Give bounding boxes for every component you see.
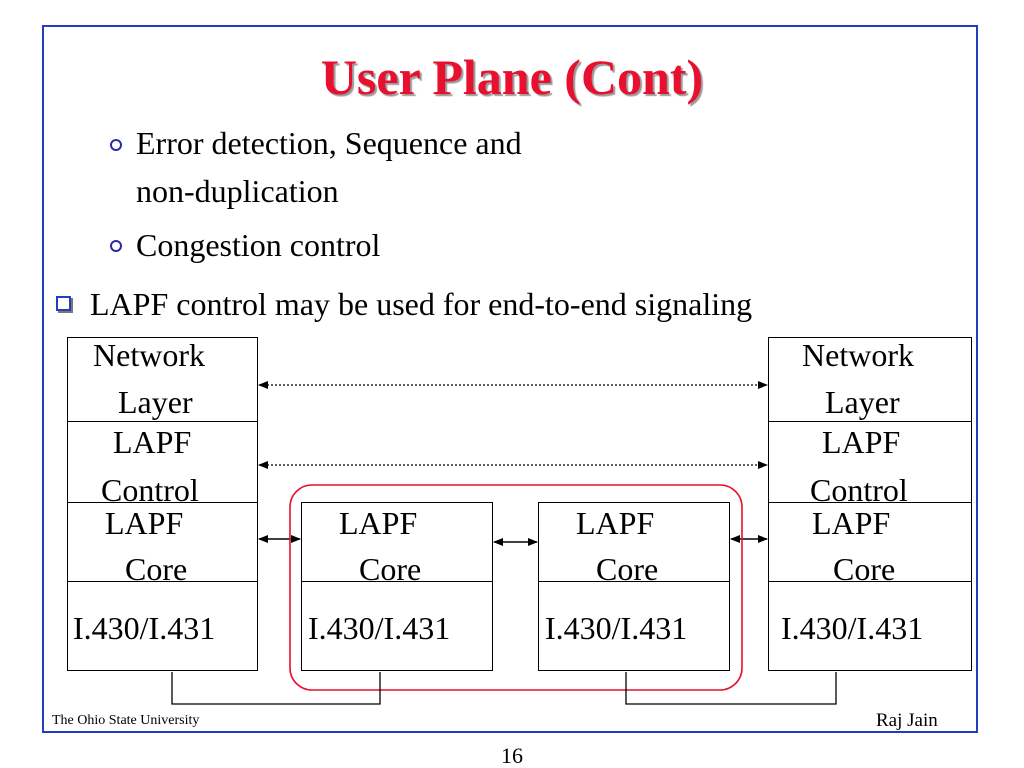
right-core-lapf-label: LAPF [812, 505, 891, 541]
physical-link-right [625, 672, 837, 705]
left-core-label: Core [125, 551, 188, 582]
right-layer-label: Layer [825, 384, 900, 420]
right-lapf-control-box: LAPF Control [768, 421, 972, 503]
left-lapf-control-box: LAPF Control [67, 421, 258, 503]
mid-right-physical-box: I.430/I.431 [538, 581, 730, 671]
left-control-label: Control [101, 472, 199, 503]
mid-right-core-label: Core [596, 551, 659, 582]
footer-author: Raj Jain [876, 710, 938, 731]
mid-left-physical-box: I.430/I.431 [301, 581, 493, 671]
right-network-label: Network [802, 337, 914, 373]
left-core-lapf-label: LAPF [105, 505, 184, 541]
right-lapf-label: LAPF [822, 424, 901, 460]
mid-left-lapf-label: LAPF [339, 505, 418, 541]
left-network-label: Network [93, 337, 205, 373]
left-lapf-label: LAPF [113, 424, 192, 460]
mid-right-lapf-core-box: LAPF Core [538, 502, 730, 582]
mid-left-lapf-core-box: LAPF Core [301, 502, 493, 582]
sub-bullet-icon [110, 139, 122, 151]
right-core-label: Core [833, 551, 896, 582]
right-control-label: Control [810, 472, 908, 503]
bullet-error-detection-line2: non-duplication [136, 173, 339, 209]
mid-right-lapf-label: LAPF [576, 505, 655, 541]
left-physical-box: I.430/I.431 [67, 581, 258, 671]
bullet-congestion-control: Congestion control [136, 227, 381, 263]
left-layer-label: Layer [118, 384, 193, 420]
right-network-layer-box: Network Layer [768, 337, 972, 422]
main-bullet-icon [56, 296, 71, 311]
mid-left-physical-label: I.430/I.431 [308, 610, 451, 646]
mid-left-core-label: Core [359, 551, 422, 582]
footer-university: The Ohio State University [52, 713, 200, 728]
sub-bullet-icon [110, 240, 122, 252]
left-network-layer-box: Network Layer [67, 337, 258, 422]
frame-relay-network-outline [289, 484, 743, 691]
slide-title: User Plane (Cont) [320, 49, 704, 105]
right-lapf-core-box: LAPF Core [768, 502, 972, 582]
page-number: 16 [501, 743, 523, 768]
right-physical-box: I.430/I.431 [768, 581, 972, 671]
physical-link-left [171, 672, 381, 705]
slide-frame [42, 25, 978, 733]
left-physical-label: I.430/I.431 [73, 610, 216, 646]
bullet-error-detection-line1: Error detection, Sequence and [136, 125, 522, 161]
bullet-lapf-control-signaling: LAPF control may be used for end-to-end … [90, 286, 753, 322]
right-physical-label: I.430/I.431 [781, 610, 924, 646]
mid-right-physical-label: I.430/I.431 [545, 610, 688, 646]
